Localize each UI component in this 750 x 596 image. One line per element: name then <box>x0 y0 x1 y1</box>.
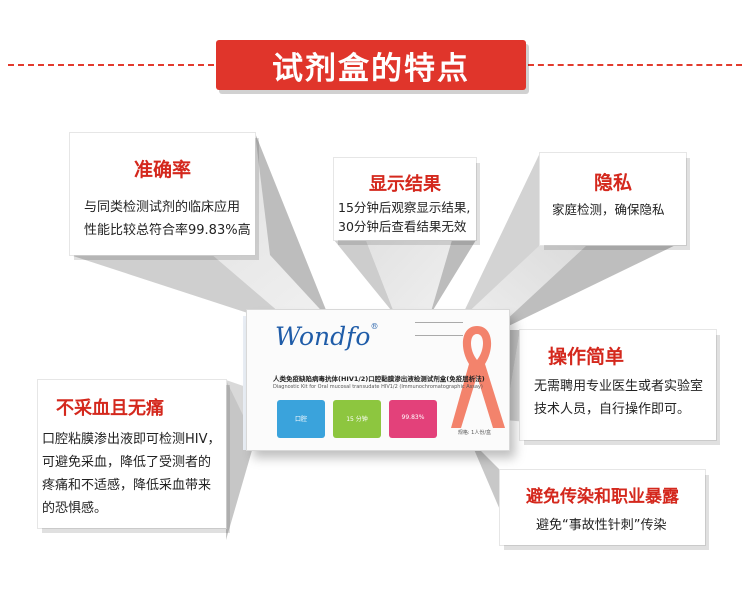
brand-registered: ® <box>370 322 379 331</box>
product-spec: 规格: 1人份/盒 <box>457 430 491 436</box>
card-operation-title: 操作简单 <box>548 346 625 368</box>
card-privacy: 隐私 家庭检测，确保隐私 <box>540 153 686 245</box>
card-accuracy-line-1: 与同类检测试剂的临床应用 <box>84 200 241 215</box>
card-painless-line-2: 可避免采血，降低了受测者的 <box>42 455 212 470</box>
brand-logo: Wondfo® <box>275 322 378 351</box>
product-subtitle: Diagnostic Kit for Oral mucosal transuda… <box>273 384 483 390</box>
card-results-title: 显示结果 <box>369 174 441 195</box>
red-ribbon-icon <box>451 326 505 428</box>
product-fineprint <box>415 322 463 336</box>
card-infection: 避免传染和职业暴露 避免“事故性针刺”传染 <box>500 470 705 545</box>
card-painless-line-1: 口腔粘膜渗出液即可检测HIV， <box>42 432 221 447</box>
product-title: 人类免疫缺陷病毒抗体(HIV1/2)口腔黏膜渗出液检测试剂盒(免疫层析法) <box>273 375 485 383</box>
card-infection-line-1: 避免“事故性针刺”传染 <box>536 518 667 533</box>
card-painless: 不采血且无痛 口腔粘膜渗出液即可检测HIV， 可避免采血，降低了受测者的 疼痛和… <box>38 380 226 528</box>
card-operation-line-2: 技术人员，自行操作即可。 <box>534 402 691 417</box>
card-privacy-title: 隐私 <box>593 172 632 194</box>
card-painless-line-4: 的恐惧感。 <box>42 501 108 516</box>
card-results-line-2: 30分钟后查看结果无效 <box>338 219 467 234</box>
card-accuracy-line-2: 性能比较总符合率99.83%高 <box>84 223 251 238</box>
card-infection-title: 避免传染和职业暴露 <box>526 487 679 507</box>
product-tile-time-text: 15 分钟 <box>346 416 368 423</box>
product-front: Wondfo® 人类免疫缺陷病毒抗体(HIV1/2)口腔黏膜渗出液检测试剂盒(免… <box>247 310 509 450</box>
card-privacy-line-1: 家庭检测，确保隐私 <box>552 202 665 217</box>
card-operation: 操作简单 无需聘用专业医生或者实验室 技术人员，自行操作即可。 <box>520 330 716 440</box>
product-tile-oral: 口腔 <box>277 400 325 438</box>
header-dash-right <box>528 64 742 66</box>
product-tile-accuracy: 99.83% <box>389 400 437 438</box>
card-operation-line-1: 无需聘用专业医生或者实验室 <box>534 379 704 394</box>
product-box: Wondfo® 人类免疫缺陷病毒抗体(HIV1/2)口腔黏膜渗出液检测试剂盒(免… <box>243 310 509 460</box>
card-results-line-1: 15分钟后观察显示结果, <box>338 200 471 215</box>
brand-name: Wondfo <box>275 322 371 351</box>
card-painless-title: 不采血且无痛 <box>56 398 164 419</box>
page-title: 试剂盒的特点 <box>216 40 526 90</box>
product-tile-accuracy-text: 99.83% <box>401 414 425 421</box>
product-tile-oral-text: 口腔 <box>294 416 307 423</box>
header-dash-left <box>8 64 214 66</box>
card-accuracy-title: 准确率 <box>133 159 191 181</box>
product-tile-time: 15 分钟 <box>333 400 381 438</box>
card-results: 显示结果 15分钟后观察显示结果, 30分钟后查看结果无效 <box>334 158 476 240</box>
card-accuracy: 准确率 与同类检测试剂的临床应用 性能比较总符合率99.83%高 <box>70 133 255 255</box>
card-painless-line-3: 疼痛和不适感，降低采血带来 <box>42 478 212 493</box>
